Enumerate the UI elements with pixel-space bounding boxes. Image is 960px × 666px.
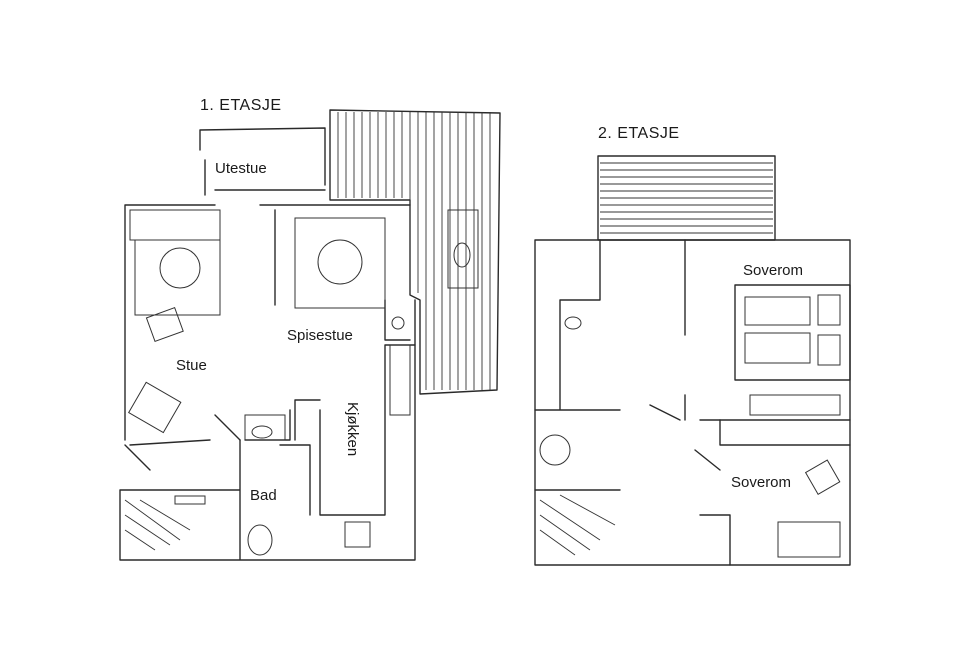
room-label-utestue: Utestue xyxy=(215,160,267,177)
room-label-soverom-1: Soverom xyxy=(743,262,804,279)
floor1-title: 1. ETASJE xyxy=(200,97,282,114)
floor1-walls xyxy=(119,127,479,561)
floor1-deck xyxy=(329,109,501,395)
room-label-kjokken: Kjøkken xyxy=(344,402,361,457)
room-label-bad: Bad xyxy=(250,487,277,504)
room-label-stue: Stue xyxy=(176,357,207,374)
floor2-walls xyxy=(534,239,851,566)
floor2-deck xyxy=(597,155,776,241)
room-label-spisestue: Spisestue xyxy=(287,327,353,344)
floor2-title: 2. ETASJE xyxy=(598,125,680,142)
room-label-soverom-2: Soverom xyxy=(731,474,792,491)
